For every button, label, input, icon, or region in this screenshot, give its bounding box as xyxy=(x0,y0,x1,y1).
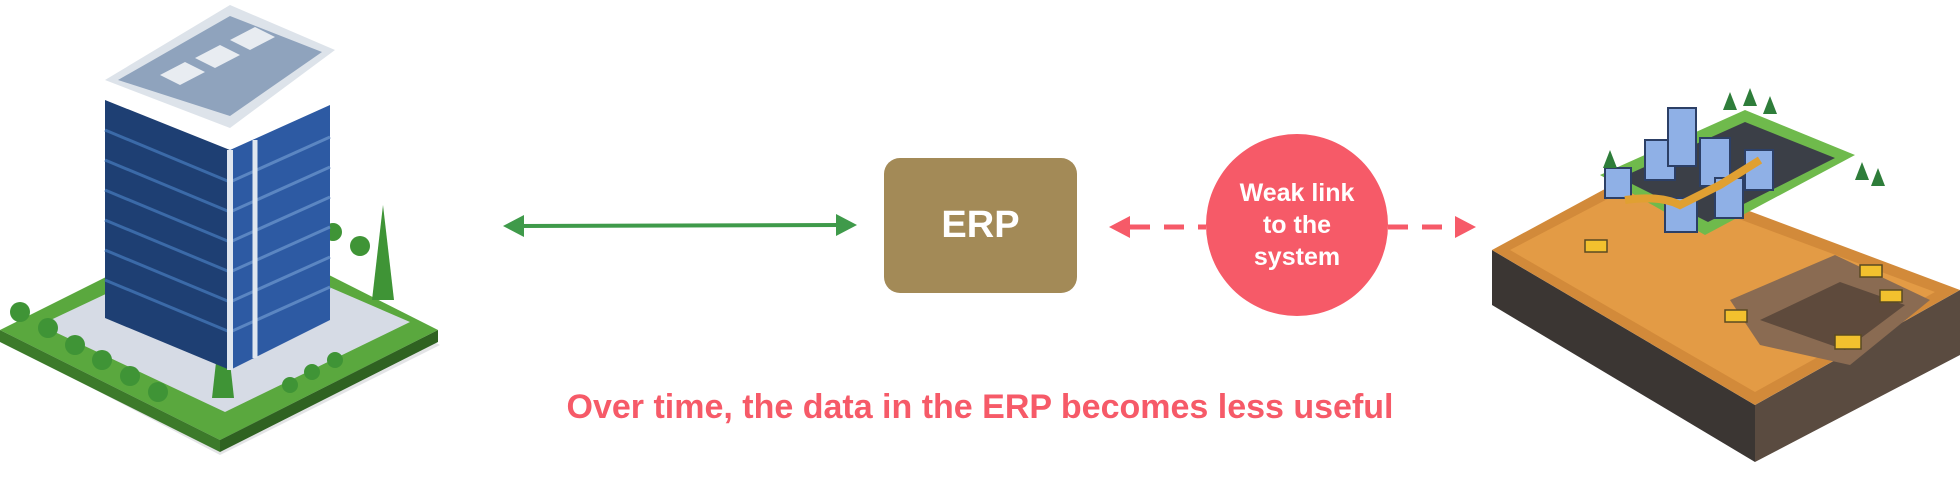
dashed-double-arrow xyxy=(1109,216,1476,238)
weak-link-circle: Weak link to the system xyxy=(1206,134,1388,316)
weak-link-line: to the xyxy=(1262,211,1332,239)
mining-site-illustration xyxy=(1492,88,1960,462)
caption: Over time, the data in the ERP becomes l… xyxy=(566,388,1394,426)
erp-box: ERP xyxy=(884,158,1077,293)
weak-link-line: system xyxy=(1253,243,1341,271)
weak-link-line: Weak link xyxy=(1239,179,1355,207)
solid-double-arrow xyxy=(503,214,857,237)
erp-label: ERP xyxy=(941,204,1020,246)
office-building-illustration xyxy=(0,5,440,455)
weak-link-label: Weak link to the system xyxy=(1227,177,1367,273)
